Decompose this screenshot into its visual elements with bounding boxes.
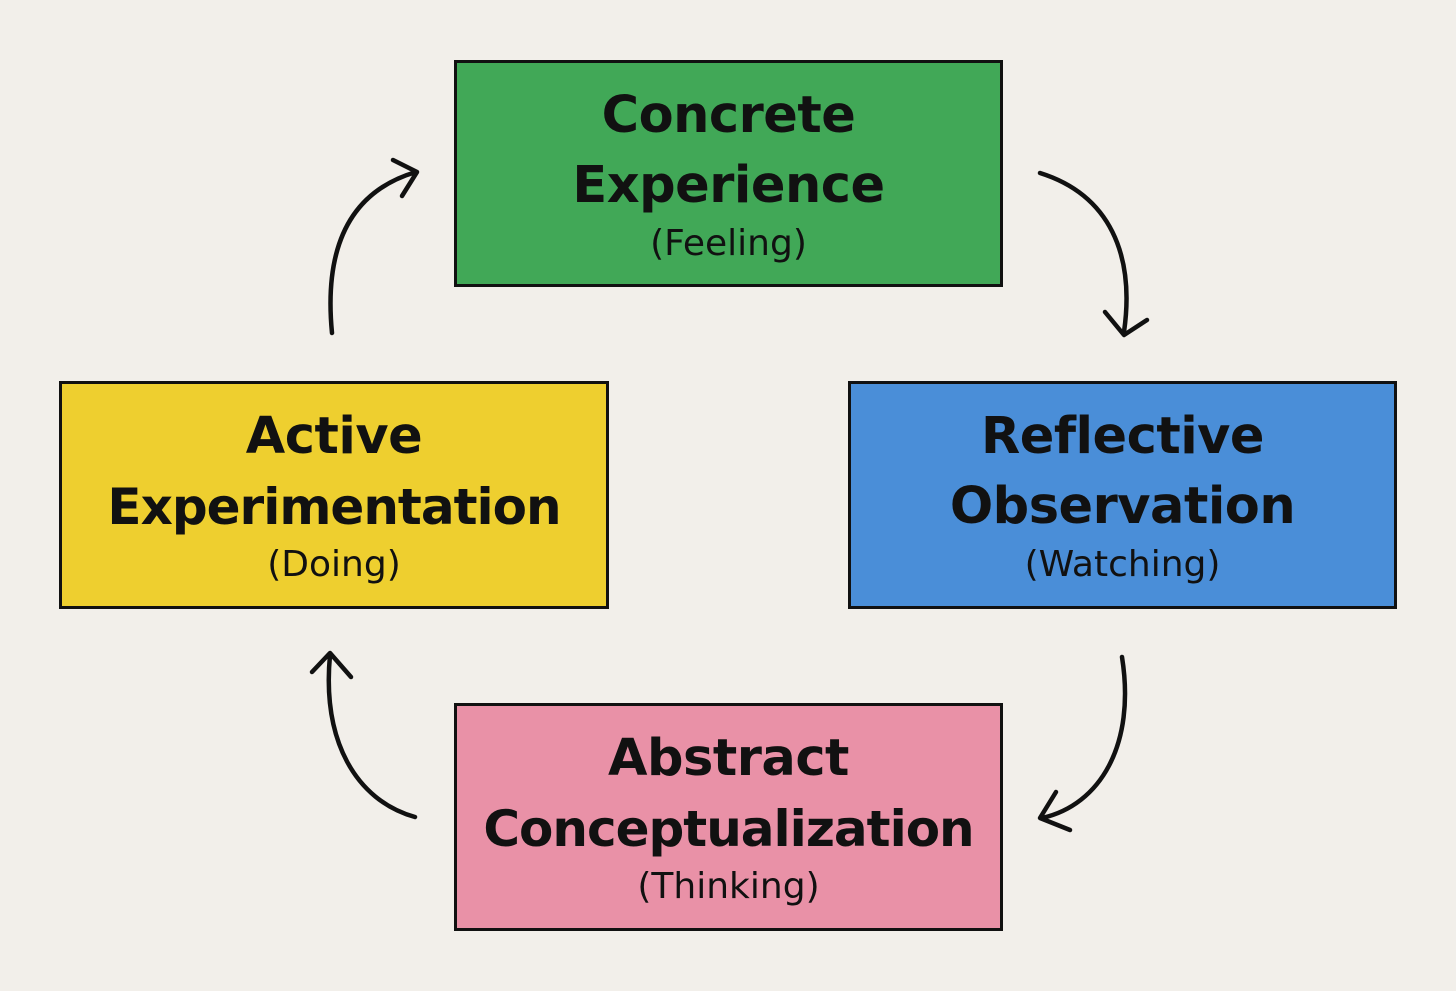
arrow-concrete-to-reflective — [1037, 170, 1150, 338]
stage-title-line1: Abstract — [608, 729, 849, 788]
arrowhead-icon — [390, 157, 420, 199]
stage-abstract-conceptualization: Abstract Conceptualization (Thinking) — [454, 703, 1003, 931]
stage-title-line1: Concrete — [601, 85, 856, 145]
stage-subtitle: (Watching) — [1024, 544, 1221, 585]
stage-title-line1: Active — [245, 407, 423, 466]
stage-concrete-experience: Concrete Experience (Feeling) — [454, 60, 1003, 287]
curved-arrow-icon — [1037, 170, 1129, 335]
stage-title-line2: Experimentation — [107, 478, 561, 536]
arrow-reflective-to-abstract — [1037, 654, 1128, 833]
stage-reflective-observation: Reflective Observation (Watching) — [848, 381, 1397, 609]
stage-title-line2: Observation — [949, 477, 1296, 536]
curved-arrow-icon — [326, 652, 418, 820]
stage-subtitle: (Feeling) — [650, 222, 807, 264]
arrow-active-to-concrete — [328, 157, 420, 336]
arrowhead-icon — [1037, 789, 1073, 833]
curved-arrow-icon — [1039, 654, 1128, 821]
stage-active-experimentation: Active Experimentation (Doing) — [59, 381, 609, 609]
arrow-abstract-to-active — [309, 650, 418, 820]
stage-subtitle: (Thinking) — [637, 866, 820, 907]
arrowhead-icon — [1102, 309, 1150, 338]
stage-title-line2: Experience — [572, 155, 885, 215]
curved-arrow-icon — [328, 169, 419, 336]
stage-title-line2: Conceptualization — [483, 800, 974, 858]
stage-subtitle: (Doing) — [267, 544, 401, 585]
arrowhead-icon — [309, 650, 354, 680]
stage-title-line1: Reflective — [980, 407, 1265, 466]
